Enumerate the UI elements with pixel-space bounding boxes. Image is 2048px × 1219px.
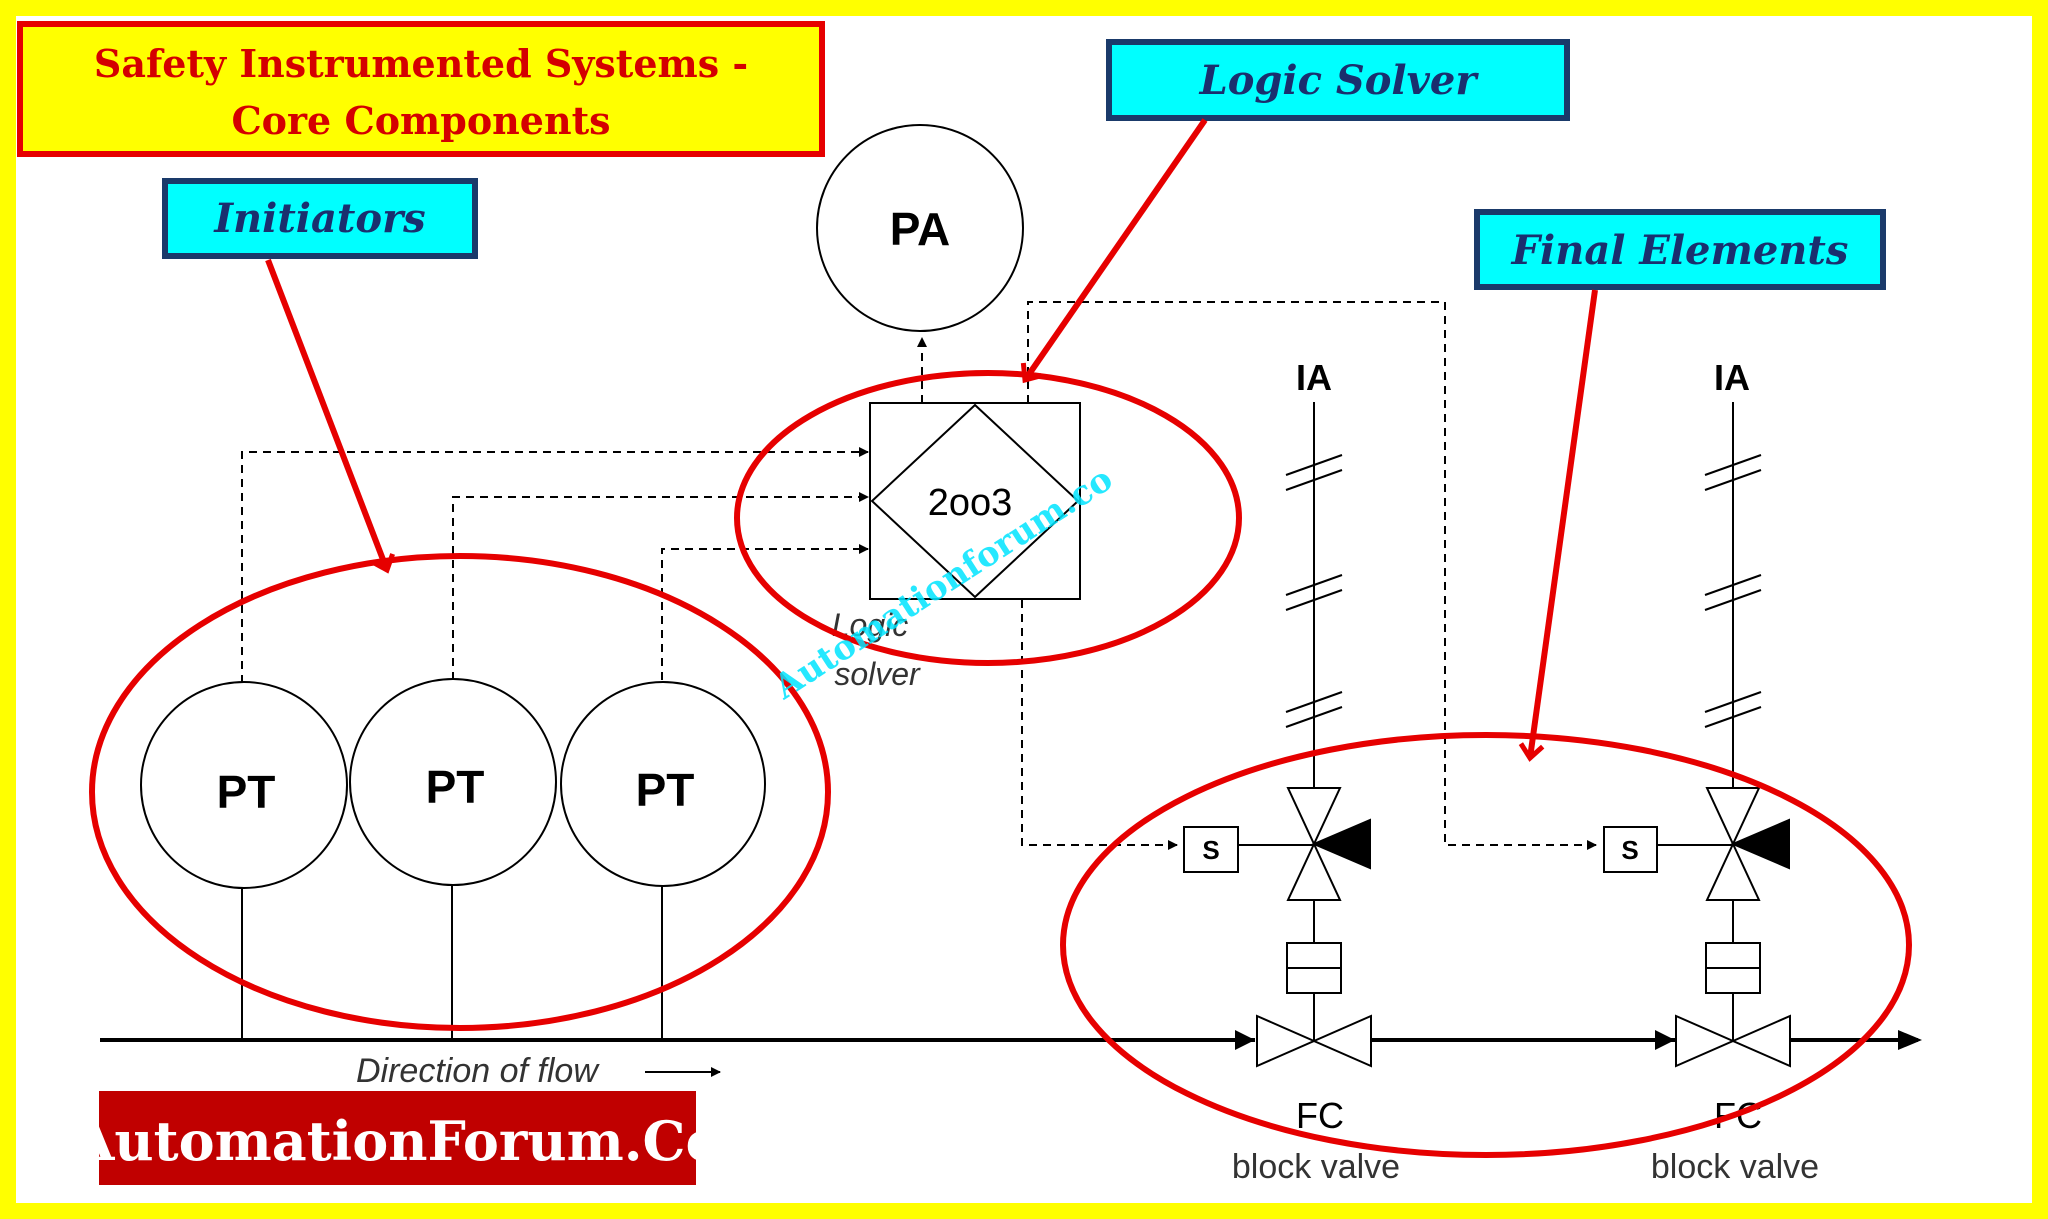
brand-label: AutomationForum.Co bbox=[71, 1109, 721, 1173]
final-elements-arrow bbox=[1518, 289, 1598, 762]
solenoid-box-1 bbox=[1183, 826, 1239, 873]
brand-box: AutomationForum.Co bbox=[71, 1091, 722, 1185]
pt-transmitter-1: PT bbox=[140, 681, 348, 1040]
callout-logic-solver: Logic Solver bbox=[1106, 39, 1570, 121]
highlight-ellipses bbox=[89, 370, 1912, 1158]
pa-label: PA bbox=[890, 203, 951, 255]
signal-lines bbox=[241, 301, 1597, 850]
pt3-label: PT bbox=[636, 764, 695, 816]
solenoid-box-2 bbox=[1603, 826, 1658, 873]
block-valve-body-2b bbox=[1730, 1014, 1791, 1068]
block-valve-label-2: block valve bbox=[1651, 1148, 1819, 1186]
pt-transmitter-2: PT bbox=[349, 678, 557, 1040]
process-line bbox=[100, 1030, 1922, 1050]
logic-solver-arrow bbox=[1020, 118, 1208, 384]
signal-line-valve-2 bbox=[1027, 301, 1597, 850]
signal-line-pt3 bbox=[661, 544, 869, 680]
voting-diamond bbox=[870, 403, 1080, 599]
final-element-1: IA S FC block valve bbox=[1183, 357, 1400, 1186]
signal-line-valve-1 bbox=[1021, 600, 1178, 850]
pt2-label: PT bbox=[426, 761, 485, 813]
callout-logic-solver-label: Logic Solver bbox=[1199, 57, 1480, 104]
callout-arrows bbox=[265, 118, 1598, 762]
callout-initiators-label: Initiators bbox=[213, 195, 425, 242]
logic-solver-ellipse bbox=[734, 370, 1242, 666]
ia-label-1: IA bbox=[1296, 357, 1332, 398]
fc-label-1: FC bbox=[1296, 1095, 1344, 1136]
pt1-label: PT bbox=[217, 766, 276, 818]
flow-direction: Direction of flow bbox=[356, 1052, 721, 1090]
logic-solver-block: 2oo3 Logic solver bbox=[832, 402, 1081, 692]
block-valve-body-1b bbox=[1311, 1014, 1372, 1068]
final-element-2: IA S FC block valve bbox=[1603, 357, 1819, 1186]
title-box: Safety Instrumented Systems - Core Compo… bbox=[17, 21, 825, 157]
pt-transmitter-3: PT bbox=[560, 681, 766, 1040]
block-valve-label-1: block valve bbox=[1232, 1148, 1400, 1186]
three-way-valve-1 bbox=[1286, 787, 1371, 901]
logic-caption-2: solver bbox=[834, 656, 921, 692]
pneumatic-symbol-1 bbox=[1285, 454, 1343, 728]
callout-final-elements-label: Final Elements bbox=[1511, 227, 1849, 274]
pa-instrument: PA bbox=[816, 124, 1024, 332]
three-way-valve-2 bbox=[1705, 787, 1790, 901]
title-line-1: Safety Instrumented Systems - bbox=[94, 41, 748, 86]
solenoid-label-2: S bbox=[1621, 835, 1638, 865]
title-line-2: Core Components bbox=[231, 98, 610, 143]
pneumatic-symbol-2 bbox=[1704, 454, 1762, 728]
initiators-arrow bbox=[265, 258, 395, 574]
callout-final-elements: Final Elements bbox=[1474, 209, 1886, 290]
block-valve-body-1a bbox=[1256, 1014, 1317, 1068]
ia-label-2: IA bbox=[1714, 357, 1750, 398]
voting-label: 2oo3 bbox=[928, 482, 1013, 524]
final-elements-ellipse bbox=[1060, 732, 1912, 1158]
flow-label: Direction of flow bbox=[356, 1052, 600, 1090]
signal-line-pt2 bbox=[452, 492, 869, 680]
signal-line-pt1 bbox=[241, 447, 869, 683]
block-valve-body-2a bbox=[1675, 1014, 1736, 1068]
callout-initiators: Initiators bbox=[162, 178, 478, 259]
solenoid-label-1: S bbox=[1202, 835, 1219, 865]
initiators-ellipse bbox=[89, 553, 831, 1031]
